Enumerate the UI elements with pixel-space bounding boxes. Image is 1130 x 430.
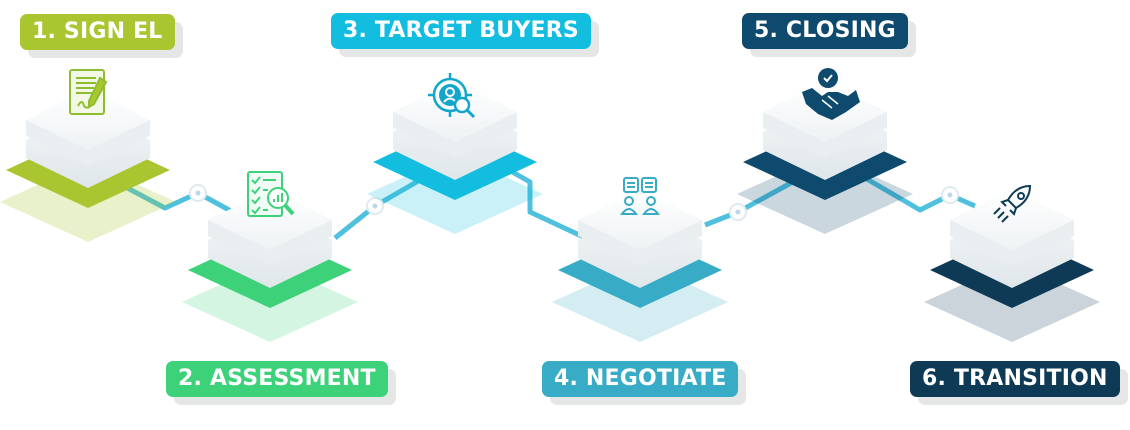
step-3-label: 3. TARGET BUYERS xyxy=(331,13,591,49)
step-2-label: 2. ASSESSMENT xyxy=(166,361,388,397)
connector-lines xyxy=(116,162,977,243)
step-1-label: 1. SIGN EL xyxy=(20,14,175,50)
step-6-block xyxy=(924,190,1100,342)
step-4-label: 4. NEGOTIATE xyxy=(542,361,739,397)
step-5-block xyxy=(737,82,913,234)
step-1-block xyxy=(0,90,176,242)
connector-dots xyxy=(189,184,959,221)
step-5-label: 5. CLOSING xyxy=(742,13,908,49)
checklist-analysis-icon xyxy=(247,171,295,217)
step-6-label: 6. TRANSITION xyxy=(910,361,1120,397)
handshake-check-icon xyxy=(802,68,860,120)
step-4-block xyxy=(552,190,728,342)
negotiation-icon xyxy=(620,177,660,215)
step-3-block xyxy=(367,82,543,234)
rocket-icon xyxy=(993,184,1032,223)
step-2-block xyxy=(182,190,358,342)
signed-document-icon xyxy=(69,69,108,115)
target-buyer-icon xyxy=(428,73,476,119)
